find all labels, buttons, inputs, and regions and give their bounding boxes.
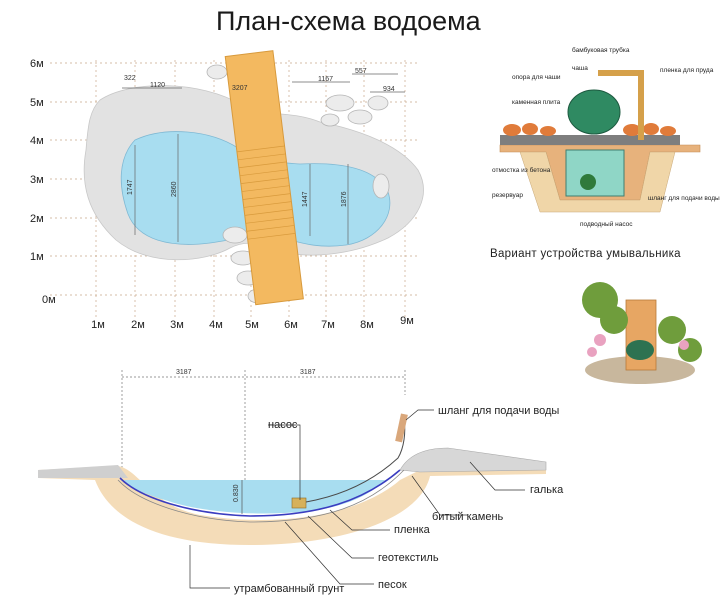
label-pebble: галька: [530, 484, 564, 496]
fountain-illustration: [582, 282, 702, 384]
label-stone-slab: каменная плита: [512, 99, 561, 106]
label-film: пленка: [394, 524, 431, 536]
y-label: 1м: [30, 251, 44, 263]
label-pump: насос: [268, 419, 298, 431]
x-label: 3м: [170, 319, 184, 331]
label-geotextile: геотекстиль: [378, 552, 439, 564]
dim-322: 322: [124, 75, 136, 82]
label-pond-film: пленка для пруда: [660, 67, 714, 74]
label-bamboo-tube: бамбуковая трубка: [572, 46, 630, 54]
label-bowl-support: опора для чаши: [512, 74, 561, 81]
label-bowl: чаша: [572, 65, 588, 72]
x-label: 8м: [360, 319, 374, 331]
y-label: 4м: [30, 135, 44, 147]
label-submersible-pump: подводный насос: [580, 220, 633, 228]
label-compacted-soil: утрамбованный грунт: [234, 583, 344, 595]
y-label: 6м: [30, 58, 44, 70]
x-label: 5м: [245, 319, 259, 331]
plan-view: 6м 5м 4м 3м 2м 1м 0м 1м 2м 3м 4м 5м 6м 7…: [30, 50, 424, 331]
x-label: 9м: [400, 315, 414, 327]
dim-1876: 1876: [341, 191, 348, 207]
x-label: 6м: [284, 319, 298, 331]
dim-2860: 2860: [171, 181, 178, 197]
x-label: 1м: [91, 319, 105, 331]
section-depth: 0.830: [233, 484, 240, 502]
label-reservoir: резервуар: [492, 192, 523, 199]
y-label: 3м: [30, 174, 44, 186]
section-dim-right: 3187: [300, 369, 316, 376]
vertical-dimensions: 1747 2860 1447 1876: [127, 179, 348, 207]
dim-557: 557: [355, 68, 367, 75]
section-pump: [291, 497, 307, 509]
wooden-bridge: [224, 50, 304, 306]
pond-dimension-lines: [122, 73, 405, 244]
page-title: План-схема водоема: [216, 6, 481, 36]
label-concrete-slope: отмостка из бетона: [492, 166, 551, 174]
x-label: 2м: [131, 319, 145, 331]
x-label: 7м: [321, 319, 335, 331]
label-crushed-stone: битый камень: [432, 511, 504, 523]
label-water-hose: шланг для подачи воды: [648, 195, 720, 202]
dim-1747: 1747: [127, 179, 134, 195]
x-label: 4м: [209, 319, 223, 331]
stepping-stones: [206, 64, 390, 304]
label-hose: шланг для подачи воды: [438, 405, 559, 417]
dim-3207: 3207: [232, 85, 248, 92]
section-dim-left: 3187: [176, 369, 192, 376]
dim-934: 934: [383, 86, 395, 93]
y-axis-labels: 6м 5м 4м 3м 2м 1м 0м: [30, 58, 56, 306]
fountain-section: бамбуковая трубка опора для чаши чаша пл…: [490, 40, 720, 228]
pond-section: 3187 3187 0.830: [38, 369, 564, 595]
fountain-caption: Вариант устройства умывальника: [490, 248, 681, 260]
top-dimensions: 322 1120 3207 1167 557 934: [124, 68, 395, 93]
y-label: 5м: [30, 97, 44, 109]
y-label: 2м: [30, 213, 44, 225]
dim-1447: 1447: [302, 191, 309, 207]
dim-1120: 1120: [150, 82, 165, 89]
label-sand: песок: [378, 579, 407, 591]
section-water: [124, 480, 385, 514]
x-axis-labels: 1м 2м 3м 4м 5м 6м 7м 8м 9м: [91, 315, 414, 331]
y-label: 0м: [42, 294, 56, 306]
dim-1167: 1167: [318, 76, 333, 83]
